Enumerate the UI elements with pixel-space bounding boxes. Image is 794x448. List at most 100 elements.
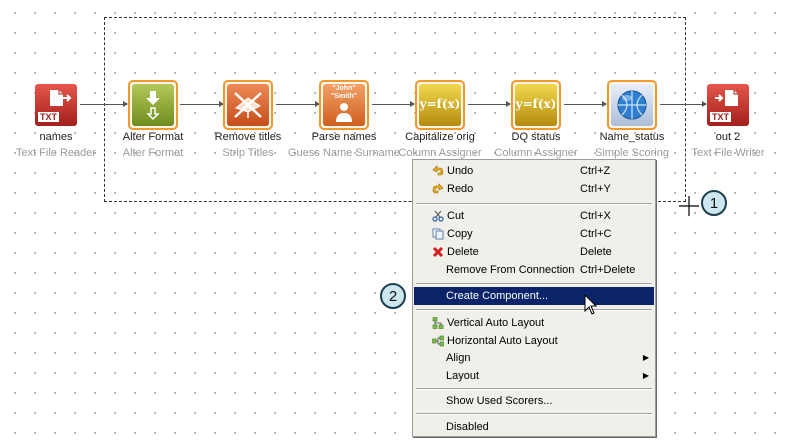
menu-label: Show Used Scorers... [446,395,553,407]
node-names[interactable]: TXT names Text File Reader [1,80,111,160]
menu-shortcut: Ctrl+Delete [580,264,636,276]
delete-icon [432,246,444,258]
node-name: Name_status [599,131,665,143]
node-name: out 2 [715,131,741,143]
crosshair-cursor-icon [679,196,699,216]
node-name: Capitalize orig [405,131,475,143]
menu-item-horizontal-auto-layout[interactable]: Horizontal Auto Layout [414,332,654,350]
txt-badge: TXT [710,112,731,122]
node-name: Remove titles [214,131,282,143]
icon-caption: "John" "Smith" [330,85,358,100]
node-out-2[interactable]: TXT out 2 Text File Writer [673,80,783,160]
node-type: Strip Titles [222,147,274,159]
menu-label: Vertical Auto Layout [447,317,545,329]
text-file-reader-icon[interactable]: TXT [31,80,81,130]
menu-label: Layout [446,370,480,382]
menu-item-disabled[interactable]: Disabled [414,418,654,436]
node-type: Simple Scoring [595,147,669,159]
menu-label: Redo [447,183,474,195]
node-alter-format[interactable]: Alter Format Alter Format [98,80,208,160]
connection-7[interactable] [660,101,707,107]
selection-marquee [104,17,686,202]
node-dq-status[interactable]: y=f(x) DQ status Column Assigner [481,80,591,160]
node-type: Text File Writer [691,147,765,159]
menu-item-layout[interactable]: Layout ▶ [414,367,654,385]
arrow-file-glyph [715,90,738,106]
copy-icon [432,228,444,240]
menu-shortcut: Delete [580,246,612,258]
ball-glyph [617,90,647,120]
node-name-status[interactable]: Name_status Simple Scoring [577,80,687,160]
node-name: DQ status [511,131,561,143]
menu-separator [416,203,652,205]
person-glyph [336,103,352,122]
connection-3[interactable] [276,101,320,107]
strip-titles-icon[interactable] [223,80,273,130]
menu-item-redo[interactable]: Redo Ctrl+Y [414,180,654,198]
function-label: y=f(x) [515,97,557,111]
vertical-layout-icon [432,317,444,329]
node-type: Guess Name Surname [288,147,400,159]
menu-separator [416,283,652,285]
menu-item-align[interactable]: Align ▶ [414,349,654,367]
connection-2[interactable] [180,101,224,107]
alter-format-icon[interactable] [128,80,178,130]
menu-item-copy[interactable]: Copy Ctrl+C [414,225,654,243]
submenu-arrow-icon: ▶ [642,371,649,380]
simple-scoring-icon[interactable] [607,80,657,130]
menu-label: Cut [447,210,465,222]
function-icon[interactable]: y=f(x) [511,80,561,130]
redo-icon [432,183,444,194]
callout-badge-1: 1 [701,190,727,216]
node-capitalize-orig[interactable]: y=f(x) Capitalize orig Column Assigner [385,80,495,160]
menu-label: Align [446,352,471,364]
menu-item-create-component[interactable]: Create Component... [414,287,654,305]
horizontal-layout-icon [432,335,444,347]
callout-badge-2: 2 [380,283,406,309]
connection-5[interactable] [468,101,511,107]
menu-item-remove-from-connection[interactable]: Remove From Connection Ctrl+Delete [414,261,654,279]
menu-shortcut: Ctrl+Y [580,183,611,195]
connection-6[interactable] [564,101,607,107]
connection-4[interactable] [372,101,415,107]
submenu-arrow-icon: ▶ [642,353,649,362]
file-arrow-glyph [50,90,72,106]
menu-separator [416,309,652,311]
connection-1[interactable] [80,101,128,107]
node-name: Parse names [311,131,377,143]
menu-separator [416,413,652,415]
menu-item-cut[interactable]: Cut Ctrl+X [414,207,654,225]
menu-label: Create Component... [446,290,549,302]
menu-label: Delete [447,246,479,258]
node-type: Column Assigner [398,147,482,159]
node-name: Alter Format [122,131,184,143]
txt-badge: TXT [38,112,59,122]
function-label: y=f(x) [419,97,461,111]
menu-label: Copy [447,228,473,240]
menu-label: Horizontal Auto Layout [447,335,558,347]
menu-item-show-used-scorers[interactable]: Show Used Scorers... [414,392,654,410]
menu-label: Undo [447,165,474,177]
cut-icon [432,210,444,222]
menu-item-undo[interactable]: Undo Ctrl+Z [414,162,654,180]
menu-shortcut: Ctrl+X [580,210,611,222]
guess-name-icon[interactable]: "John" "Smith" [319,80,369,130]
menu-label: Remove From Connection [446,264,575,276]
mouse-pointer-icon [584,294,598,315]
function-icon[interactable]: y=f(x) [415,80,465,130]
node-type: Alter Format [122,147,184,159]
crossed-hat-glyph [234,92,262,118]
undo-icon [432,165,444,176]
menu-item-vertical-auto-layout[interactable]: Vertical Auto Layout [414,314,654,332]
node-parse-names[interactable]: "John" "Smith" Parse names Guess Name Su… [288,80,400,160]
text-file-writer-icon[interactable]: TXT [703,80,753,130]
menu-shortcut: Ctrl+C [580,228,612,240]
menu-label: Disabled [446,421,489,433]
node-type: Text File Reader [15,147,97,159]
context-menu: Undo Ctrl+Z Redo Ctrl+Y Cut Ctrl+X Copy … [412,159,656,437]
node-type: Column Assigner [494,147,578,159]
node-remove-titles[interactable]: Remove titles Strip Titles [193,80,303,160]
menu-separator [416,388,652,390]
down-arrows-glyph [146,91,160,121]
menu-item-delete[interactable]: Delete Delete [414,243,654,261]
